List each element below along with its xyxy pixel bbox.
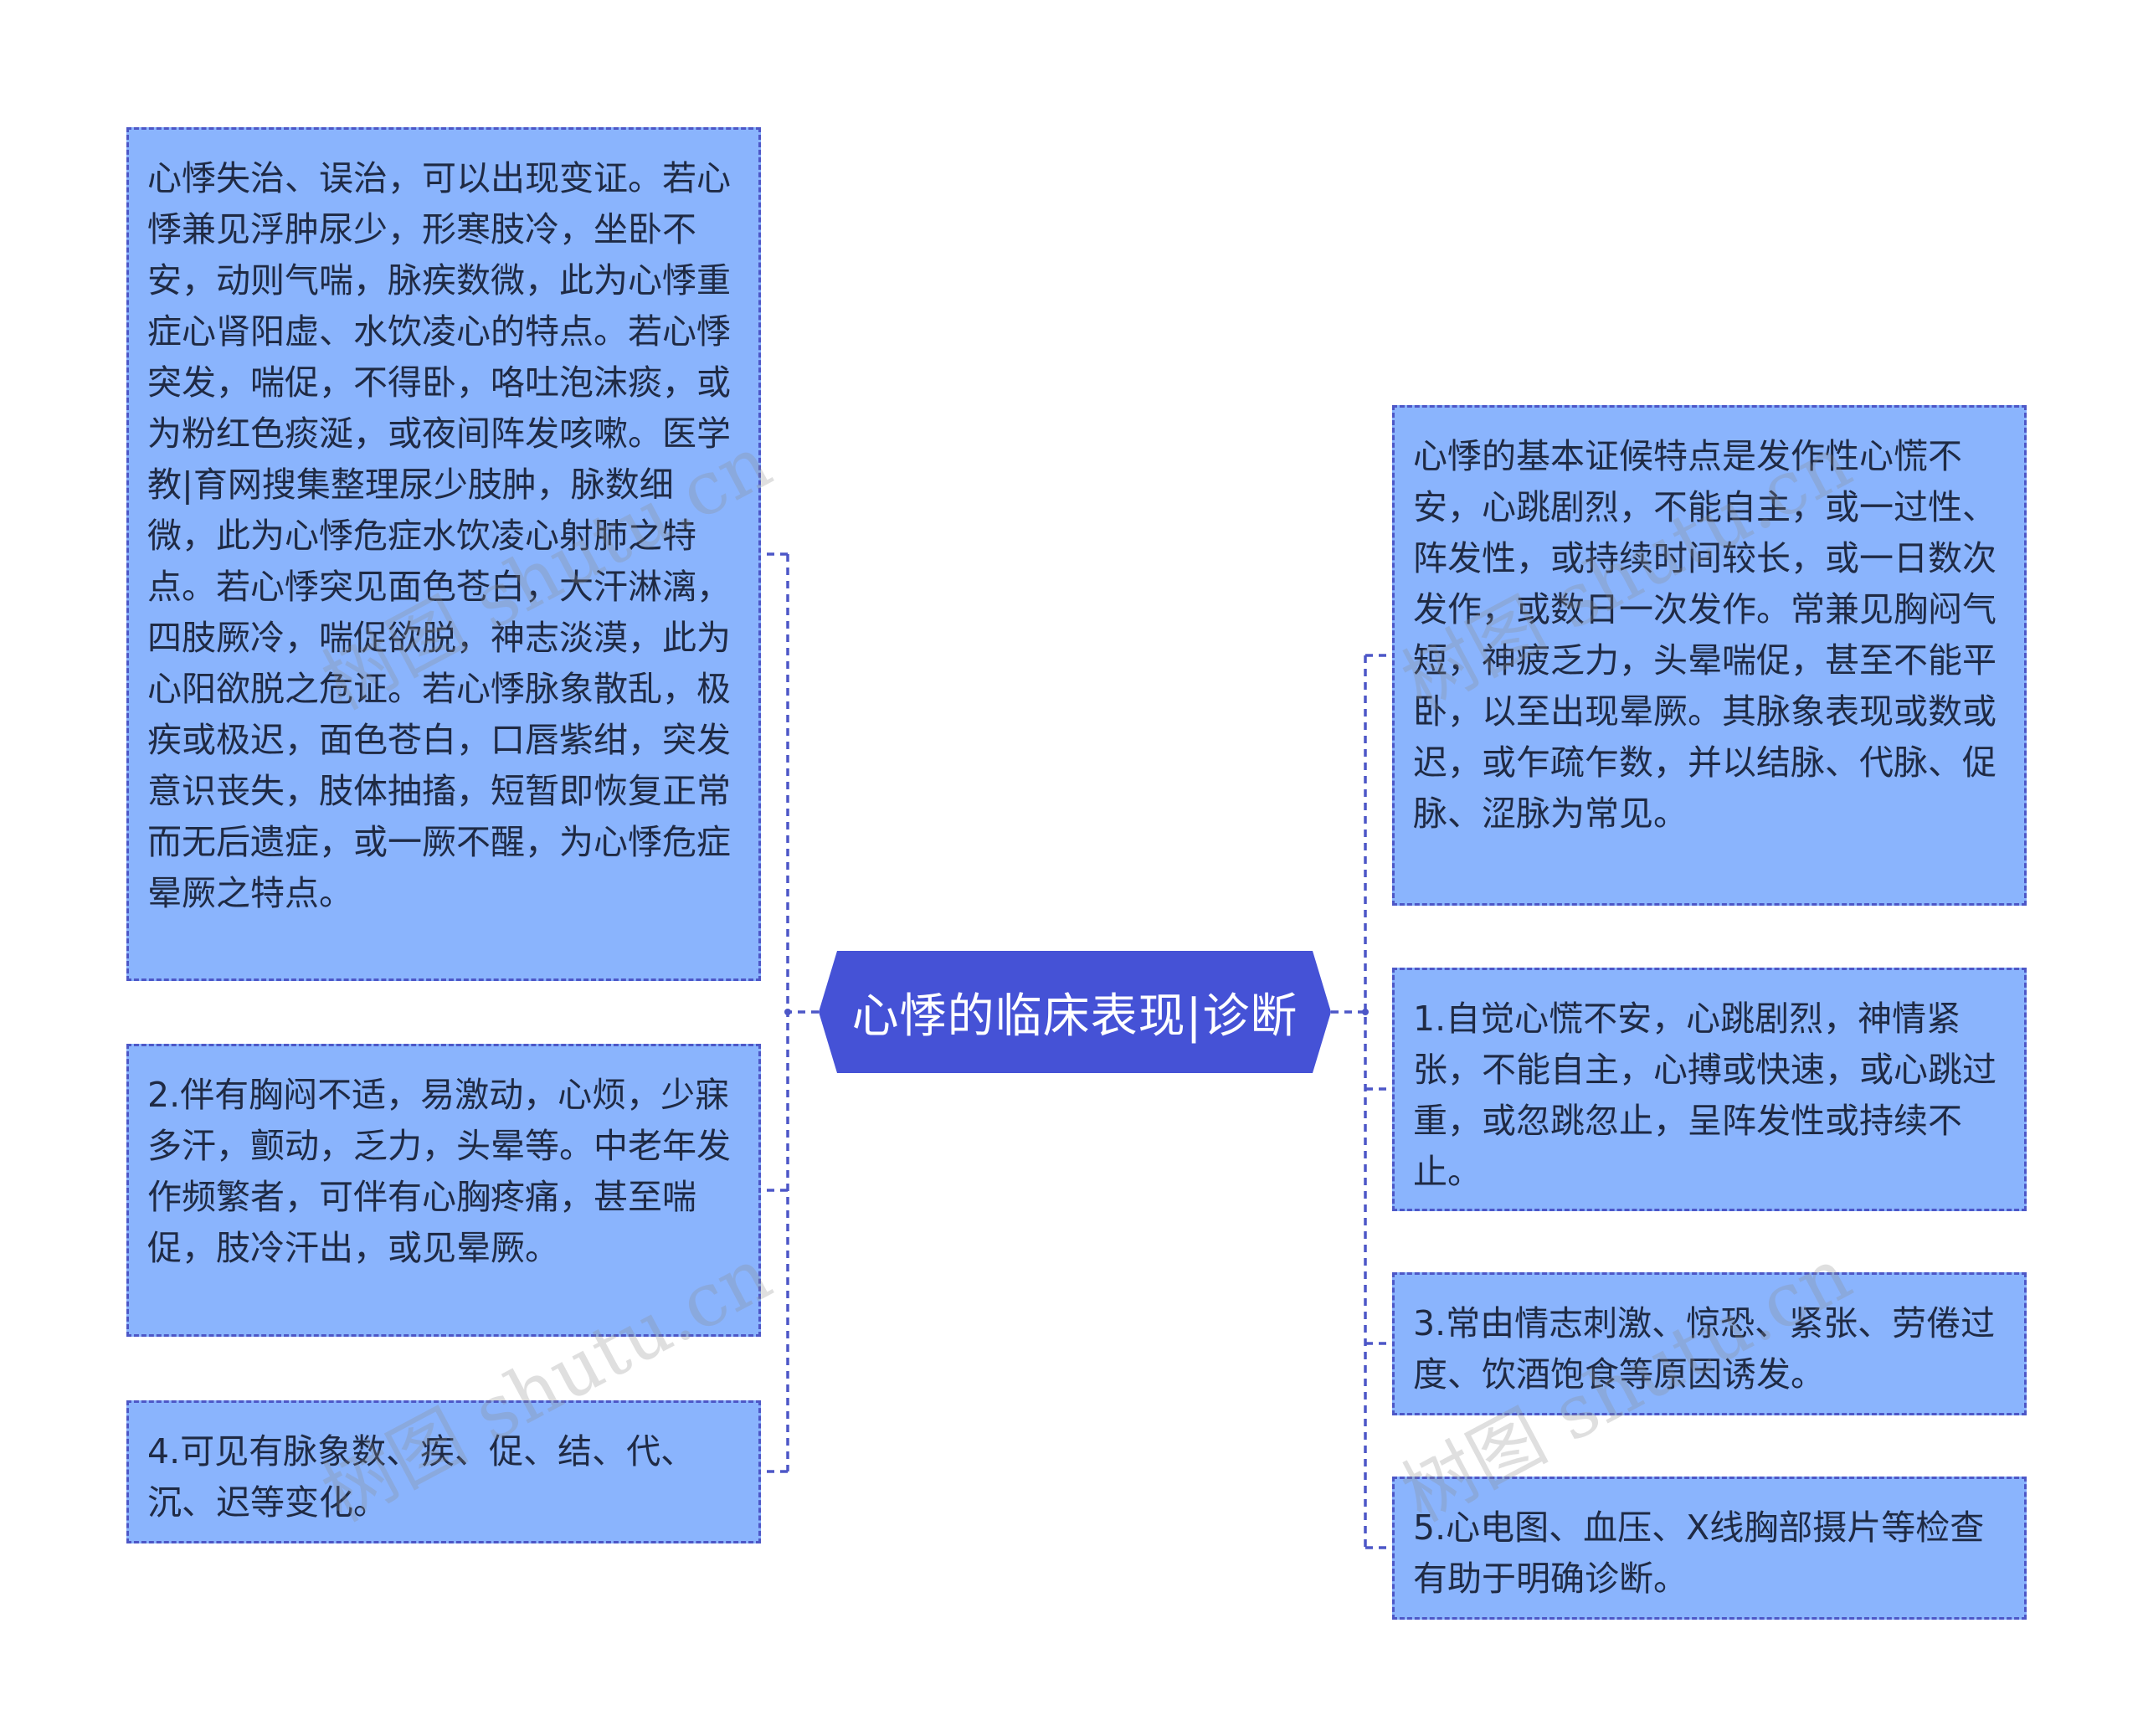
- topic-node-right-palpitation[interactable]: 1.自觉心慌不安，心跳剧烈，神情紧张，不能自主，心搏或快速，或心跳过重，或忽跳忽…: [1392, 968, 2027, 1211]
- central-topic[interactable]: 心悸的临床表现|诊断: [819, 951, 1331, 1073]
- topic-node-right-basic-features[interactable]: 心悸的基本证候特点是发作性心慌不安，心跳剧烈，不能自主，或一过性、阵发性，或持续…: [1392, 405, 2027, 906]
- central-topic-label: 心悸的临床表现|诊断: [851, 989, 1298, 1044]
- connector-joint-left: [784, 1009, 791, 1015]
- connector-joint-right: [1362, 1009, 1369, 1015]
- topic-node-left-accompanying-symptoms[interactable]: 2.伴有胸闷不适，易激动，心烦，少寐多汗，颤动，乏力，头晕等。中老年发作频繁者，…: [126, 1044, 761, 1337]
- topic-node-left-complications[interactable]: 心悸失治、误治，可以出现变证。若心悸兼见浮肿尿少，形寒肢冷，坐卧不安，动则气喘，…: [126, 127, 761, 981]
- topic-node-left-pulse-changes[interactable]: 4.可见有脉象数、疾、促、结、代、沉、迟等变化。: [126, 1400, 761, 1543]
- central-topic-shape: [819, 951, 1331, 1073]
- topic-node-right-examinations[interactable]: 5.心电图、血压、X线胸部摄片等检查有助于明确诊断。: [1392, 1477, 2027, 1620]
- topic-node-right-triggers[interactable]: 3.常由情志刺激、惊恐、紧张、劳倦过度、饮酒饱食等原因诱发。: [1392, 1272, 2027, 1415]
